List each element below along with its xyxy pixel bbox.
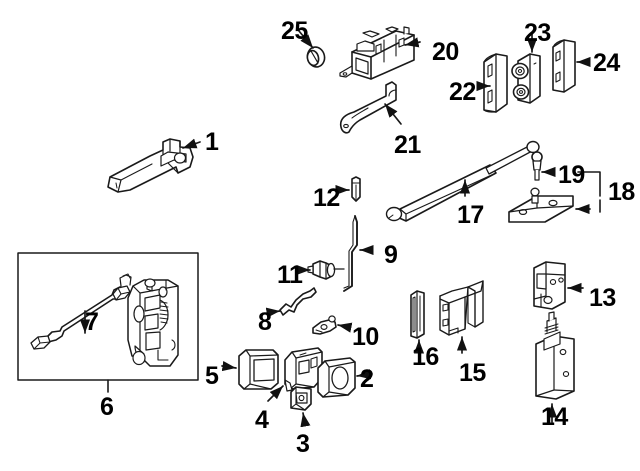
part-24-bumper-pad — [552, 39, 576, 93]
part-6-latch-assembly — [127, 278, 179, 367]
leader-4 — [267, 385, 284, 402]
part-12-pin — [351, 176, 361, 202]
callout-11-rod-grommet[interactable]: 11 — [277, 261, 303, 289]
leader-8 — [265, 307, 281, 318]
leader-2 — [356, 369, 373, 380]
part-22-wedge-block — [483, 53, 508, 113]
leader-18-bracket — [577, 171, 601, 197]
callout-22-wedge-block[interactable]: 22 — [449, 78, 476, 106]
part-11-rod-grommet — [307, 260, 345, 280]
callout-10-clip-lever[interactable]: 10 — [352, 323, 379, 351]
callout-18-mounting-plate[interactable]: 18 — [608, 178, 635, 206]
callout-1-exterior-door-handle[interactable]: 1 — [205, 128, 219, 156]
callout-25-grommet-ring[interactable]: 25 — [281, 17, 308, 45]
callout-9-operating-rod[interactable]: 9 — [384, 241, 398, 269]
callout-21-release-lever-arm[interactable]: 21 — [394, 131, 421, 159]
callout-16-seal-strip[interactable]: 16 — [412, 343, 439, 371]
leader-1 — [182, 138, 201, 149]
part-21-release-lever-arm — [339, 81, 397, 134]
leader-5 — [221, 361, 237, 372]
callout-24-bumper-pad[interactable]: 24 — [593, 49, 620, 77]
part-3-small-cap — [290, 386, 312, 411]
part-1-exterior-door-handle — [107, 138, 194, 193]
leader-10 — [337, 322, 353, 333]
callout-19-ball-stud[interactable]: 19 — [558, 161, 585, 189]
part-20-latch-mechanism — [339, 26, 415, 80]
callout-6-latch-assembly-group[interactable]: 6 — [100, 393, 114, 421]
callout-15-hinge-bracket[interactable]: 15 — [459, 359, 486, 387]
part-9-operating-rod — [343, 215, 358, 292]
callout-4-lock-cylinder-housing[interactable]: 4 — [255, 406, 269, 434]
callout-5-cover-plate[interactable]: 5 — [205, 362, 219, 390]
callout-2-handle-bezel-oval[interactable]: 2 — [360, 365, 374, 393]
callout-7-connecting-rod[interactable]: 7 — [85, 308, 99, 336]
part-13-striker-bracket — [533, 261, 566, 310]
part-16-seal-strip — [410, 290, 425, 339]
callout-14-lock-actuator[interactable]: 14 — [541, 403, 568, 431]
callout-17-gas-lift-support[interactable]: 17 — [457, 201, 484, 229]
leader-3 — [300, 412, 311, 428]
part-17-gas-lift-support — [385, 140, 540, 222]
part-2-handle-bezel-oval — [317, 357, 356, 398]
callout-13-striker-bracket[interactable]: 13 — [589, 284, 616, 312]
leader-25 — [298, 30, 314, 49]
callout-20-latch-mechanism[interactable]: 20 — [432, 38, 459, 66]
callout-23-roller-striker[interactable]: 23 — [524, 19, 551, 47]
callout-12-pin[interactable]: 12 — [313, 184, 340, 212]
part-15-hinge-bracket — [439, 280, 484, 336]
leader-20 — [404, 37, 421, 48]
part-5-cover-plate — [238, 349, 279, 390]
part-4-lock-cylinder-housing — [284, 347, 323, 392]
part-10-clip-lever — [312, 315, 337, 335]
part-14-lock-actuator — [535, 311, 575, 400]
part-23-roller-striker — [511, 53, 541, 104]
part-18-mounting-plate — [508, 187, 574, 223]
part-19-ball-stud — [531, 151, 543, 181]
part-8-bell-crank-lever — [279, 287, 317, 316]
callout-8-bell-crank-lever[interactable]: 8 — [258, 308, 272, 336]
callout-3-small-cap[interactable]: 3 — [296, 430, 310, 458]
part-25-grommet-ring — [306, 46, 326, 68]
leader-21 — [384, 103, 402, 125]
